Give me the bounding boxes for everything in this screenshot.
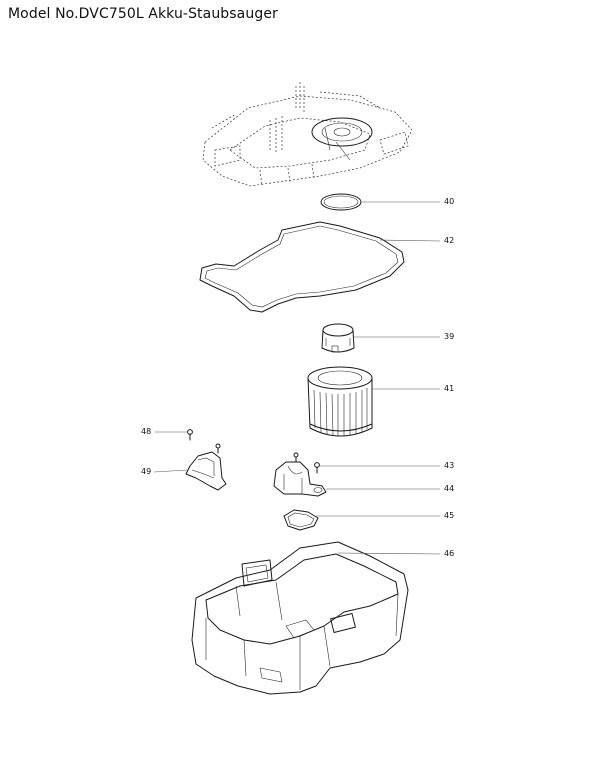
part-48-screw	[187, 429, 193, 441]
callout-44: 44	[444, 484, 454, 493]
top-housing-reference	[202, 82, 413, 187]
part-41-cartridge-filter	[307, 366, 373, 437]
part-46-dust-container	[191, 541, 409, 695]
callout-42: 42	[444, 236, 454, 245]
part-43-screw	[314, 462, 320, 474]
callout-40: 40	[444, 197, 454, 206]
part-40-o-ring	[320, 193, 362, 211]
page-title: Model No.DVC750L Akku-Staubsauger	[8, 6, 278, 22]
leader-line	[153, 469, 189, 473]
screw-icon	[293, 452, 299, 463]
leader-line	[337, 552, 441, 555]
callout-45: 45	[444, 511, 454, 520]
part-42-gasket	[199, 221, 405, 313]
part-39-filter-cap	[321, 323, 355, 353]
part-49-bracket	[185, 451, 227, 491]
part-45-seal	[283, 509, 319, 531]
callout-49: 49	[141, 467, 151, 476]
screw-icon	[215, 443, 221, 454]
callout-41: 41	[444, 384, 454, 393]
callout-39: 39	[444, 332, 454, 341]
callout-46: 46	[444, 549, 454, 558]
callout-43: 43	[444, 461, 454, 470]
leader-line	[379, 239, 441, 242]
part-44-holder	[273, 461, 327, 497]
callout-48: 48	[141, 427, 151, 436]
